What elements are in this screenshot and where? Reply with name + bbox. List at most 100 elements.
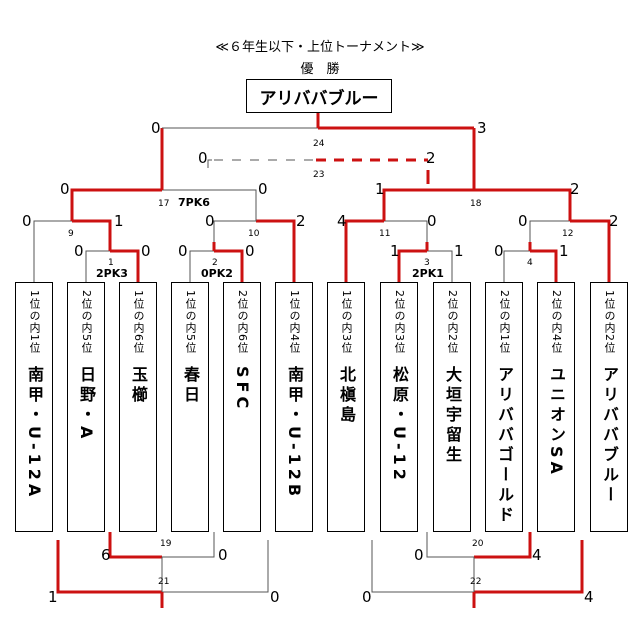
tournament-title: ≪６年生以下・上位トーナメント≫ <box>215 40 425 55</box>
team-name: 松原・U-12 <box>390 366 409 484</box>
bracket-line-m22-winner <box>474 540 584 594</box>
bracket-line-m21-loser <box>162 540 269 593</box>
score-m19-right: 0 <box>218 546 228 564</box>
team-name: アリババゴールド <box>495 366 514 526</box>
score-m12-left: 0 <box>518 212 528 230</box>
bracket-line-m1-winner <box>110 249 140 282</box>
team-box-2: 2位の内5位 日野・A <box>67 282 105 532</box>
match-number: 23 <box>313 170 325 180</box>
bracket-line-m17-winner <box>70 188 162 221</box>
champion-name: アリババブルー <box>259 88 379 109</box>
bracket-line-m4-winner <box>530 249 558 282</box>
score-m11-right: 0 <box>427 212 437 230</box>
bracket-line-m18-left <box>382 188 474 221</box>
match-number: 4 <box>527 258 533 268</box>
team-name: ユニオンSA <box>547 366 566 478</box>
score-m21-left: 1 <box>48 588 58 606</box>
champion-box: アリババブルー <box>246 79 392 113</box>
match-number: 20 <box>472 539 484 549</box>
bracket-line-m23-left-stub <box>207 159 212 168</box>
team-rank: 2位の内2位 <box>446 290 459 354</box>
score-m1-right: 0 <box>141 242 151 260</box>
bracket-line-m17-loser <box>162 189 257 221</box>
team-box-7: 1位の内3位 北槇島 <box>327 282 365 532</box>
champion-label: 優 勝 <box>300 62 340 77</box>
team-name: SFC <box>233 366 252 413</box>
team-rank: 1位の内5位 <box>184 290 197 354</box>
team-box-10: 2位の内1位 アリババゴールド <box>485 282 523 532</box>
team-name: 南甲・U-12B <box>285 366 304 501</box>
match-number: 12 <box>562 229 574 239</box>
score-m19-left: 6 <box>101 546 111 564</box>
bracket-line-m12-loser <box>529 220 570 242</box>
bracket-line-m12-winner <box>570 219 611 282</box>
score-m11-left: 4 <box>337 212 347 230</box>
match-number: 19 <box>160 539 172 549</box>
bracket-line-m1-loser <box>85 250 110 282</box>
match-number: 18 <box>470 199 482 209</box>
team-box-1: 1位の内1位 南甲・U-12A <box>15 282 53 532</box>
bracket-line-m11-loser <box>384 220 428 242</box>
pk-label: 2PK3 <box>96 267 128 280</box>
match-number: 11 <box>379 229 391 239</box>
bracket-line-m20-loser <box>426 532 474 558</box>
bracket-line-m3-loser <box>427 250 453 282</box>
score-m3-left: 1 <box>390 242 400 260</box>
match-number: 1 <box>108 258 114 268</box>
match-number: 10 <box>248 229 260 239</box>
score-m9-right: 1 <box>114 212 124 230</box>
team-box-5: 2位の内6位 SFC <box>223 282 261 532</box>
score-m18-left: 1 <box>375 180 385 198</box>
pk-label: 7PK6 <box>178 196 210 209</box>
bracket-line-m4-loser <box>503 250 530 282</box>
team-box-11: 2位の内4位 ユニオンSA <box>537 282 575 532</box>
score-m20-left: 0 <box>414 546 424 564</box>
team-rank: 1位の内2位 <box>603 290 616 354</box>
score-m12-right: 2 <box>609 212 619 230</box>
team-rank: 1位の内1位 <box>28 290 41 354</box>
team-rank: 2位の内1位 <box>498 290 511 354</box>
team-rank: 1位の内4位 <box>288 290 301 354</box>
score-m9-left: 0 <box>22 212 32 230</box>
score-m2-left: 0 <box>178 242 188 260</box>
score-m10-right: 2 <box>296 212 306 230</box>
bracket-line-m19-winner <box>108 532 162 559</box>
bracket-line-m19-loser <box>162 532 215 558</box>
bracket-line-m2-winner <box>214 249 244 282</box>
team-rank: 2位の内4位 <box>550 290 563 354</box>
bracket-line-m10-winner <box>256 219 296 282</box>
bracket-line-m9-loser <box>33 220 72 282</box>
score-m4-right: 1 <box>559 242 569 260</box>
score-m18-right: 2 <box>570 180 580 198</box>
team-box-4: 1位の内5位 春日 <box>171 282 209 532</box>
score-m17-left: 0 <box>60 180 70 198</box>
team-rank: 2位の内3位 <box>393 290 406 354</box>
score-m17-right: 0 <box>258 180 268 198</box>
team-box-12: 1位の内2位 アリババブルー <box>590 282 628 532</box>
score-m1-left: 0 <box>74 242 84 260</box>
match-number: 2 <box>212 258 218 268</box>
score-m22-right: 4 <box>584 588 594 606</box>
team-name: 日野・A <box>77 366 96 443</box>
score-m4-left: 0 <box>494 242 504 260</box>
team-box-3: 1位の内6位 玉櫛 <box>119 282 157 532</box>
score-m23-right: 2 <box>426 149 436 167</box>
team-box-6: 1位の内4位 南甲・U-12B <box>275 282 313 532</box>
match-number: 21 <box>158 577 170 587</box>
bracket-line-m18-right <box>474 188 572 221</box>
match-number: 17 <box>158 199 170 209</box>
team-rank: 1位の内6位 <box>132 290 145 354</box>
team-box-8: 2位の内3位 松原・U-12 <box>380 282 418 532</box>
score-m21-right: 0 <box>270 588 280 606</box>
bracket-line-m3-winner <box>397 249 427 282</box>
team-rank: 1位の内3位 <box>340 290 353 354</box>
bracket-line-m22-loser <box>371 540 474 593</box>
team-name: 北槇島 <box>337 366 356 426</box>
team-box-9: 2位の内2位 大垣宇留生 <box>433 282 471 532</box>
team-name: アリババブルー <box>600 366 619 506</box>
score-m23-left: 0 <box>198 149 208 167</box>
bracket-line-m20-winner <box>474 532 532 559</box>
team-name: 玉櫛 <box>129 366 148 406</box>
